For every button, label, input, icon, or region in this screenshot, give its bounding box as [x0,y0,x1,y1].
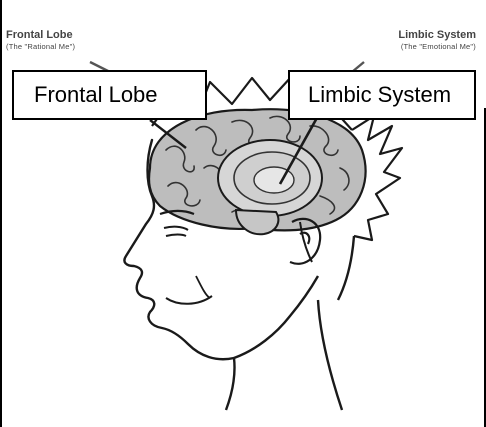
label-limbic-system: Limbic System [308,82,451,108]
original-label-frontal-subtitle: (The "Rational Me") [6,42,75,52]
label-box-limbic-system: Limbic System [288,70,476,120]
mouth [166,296,212,304]
original-label-limbic-subtitle: (The "Emotional Me") [398,42,476,52]
original-label-limbic: Limbic System (The "Emotional Me") [398,29,476,52]
back-of-head [338,236,354,300]
label-box-frontal-lobe: Frontal Lobe [12,70,207,120]
original-label-limbic-title: Limbic System [398,29,476,42]
original-label-frontal: Frontal Lobe (The "Rational Me") [6,29,75,52]
cheek-line [196,276,210,298]
eye [164,227,188,236]
jaw-line [234,276,318,358]
original-label-frontal-title: Frontal Lobe [6,29,75,42]
cerebellum [236,210,278,234]
label-frontal-lobe: Frontal Lobe [34,82,158,108]
limbic-system [218,140,322,216]
